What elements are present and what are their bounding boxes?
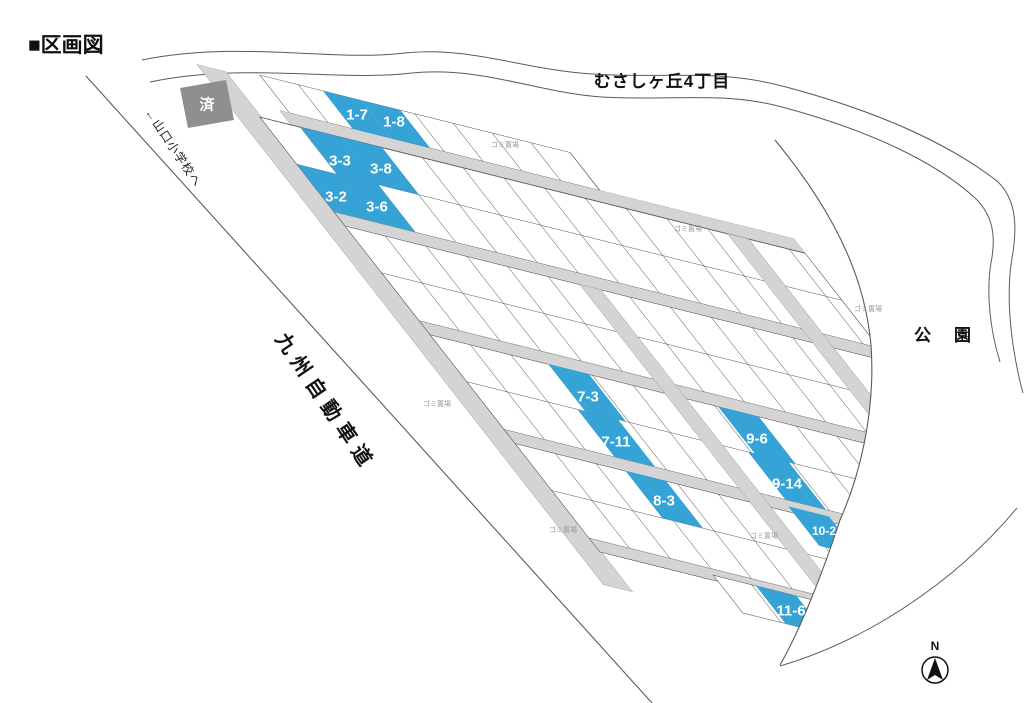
lot-3-2[interactable] bbox=[296, 164, 375, 222]
lot-label-1-7: 1-7 bbox=[346, 106, 368, 123]
expressway-boundary-line bbox=[85, 75, 653, 703]
bottom-right-boundary-line bbox=[779, 507, 1018, 667]
garbage-spot-label-1: ゴミ置場 bbox=[491, 140, 519, 149]
top-street-inner-line bbox=[149, 71, 1001, 363]
lot-label-1-8: 1-8 bbox=[383, 113, 405, 130]
lot-labels-layer: 1-7 1-8 3-3 3-8 3-2 3-6 7-3 7-11 8-3 9-6 9-14 10-2 1… bbox=[325, 106, 836, 619]
subdivision-area bbox=[196, 64, 872, 689]
lot-7-11[interactable] bbox=[577, 409, 656, 467]
top-street-outer-line bbox=[141, 50, 1024, 394]
compass-needle-icon bbox=[927, 658, 943, 680]
lot-3-8[interactable] bbox=[341, 137, 419, 195]
garbage-spot-label-5: ゴミ置場 bbox=[549, 525, 577, 534]
lot-8-3[interactable] bbox=[625, 470, 704, 529]
lot-label-3-8: 3-8 bbox=[370, 160, 392, 177]
garbage-spot-label-6: ゴミ置場 bbox=[750, 531, 778, 540]
lot-label-7-11: 7-11 bbox=[601, 433, 630, 450]
lot-label-10-2: 10-2 bbox=[812, 524, 836, 538]
lot-3-6[interactable] bbox=[337, 174, 416, 232]
sold-lot-label: 済 bbox=[199, 95, 215, 113]
garbage-spot-label-2: ゴミ置場 bbox=[674, 224, 702, 233]
lot-3-3[interactable] bbox=[300, 127, 379, 185]
lot-9-6[interactable] bbox=[717, 406, 796, 464]
park-label: 公 園 bbox=[914, 326, 974, 345]
compass-n-label: N bbox=[931, 639, 940, 653]
lot-9-14[interactable] bbox=[748, 451, 826, 510]
lot-1-8[interactable] bbox=[361, 100, 431, 149]
district-label: むさしヶ丘4丁目 bbox=[594, 72, 730, 91]
lot-label-8-3: 8-3 bbox=[653, 492, 675, 509]
compass: N bbox=[921, 639, 949, 684]
lot-label-9-14: 9-14 bbox=[772, 475, 803, 492]
lot-label-3-2: 3-2 bbox=[325, 188, 347, 205]
garbage-spot-label-4: ゴミ置場 bbox=[423, 399, 451, 408]
garbage-spot-label-3: ゴミ置場 bbox=[854, 304, 882, 313]
lot-label-7-3: 7-3 bbox=[577, 388, 599, 405]
lot-7-3[interactable] bbox=[548, 363, 626, 422]
lot-1-7[interactable] bbox=[322, 90, 392, 139]
lot-label-3-3: 3-3 bbox=[329, 152, 351, 169]
lot-label-9-6: 9-6 bbox=[746, 430, 768, 447]
sold-lot bbox=[180, 80, 234, 128]
park-boundary-line bbox=[774, 139, 873, 666]
lot-row-11-block bbox=[712, 574, 872, 665]
expressway-label: 九州自動車道 bbox=[270, 327, 381, 476]
lot-label-3-6: 3-6 bbox=[366, 198, 388, 215]
main-lot-blocks bbox=[259, 116, 872, 689]
lot-label-11-6: 11-6 bbox=[776, 602, 805, 619]
page-title: ■区画図 bbox=[28, 34, 104, 57]
